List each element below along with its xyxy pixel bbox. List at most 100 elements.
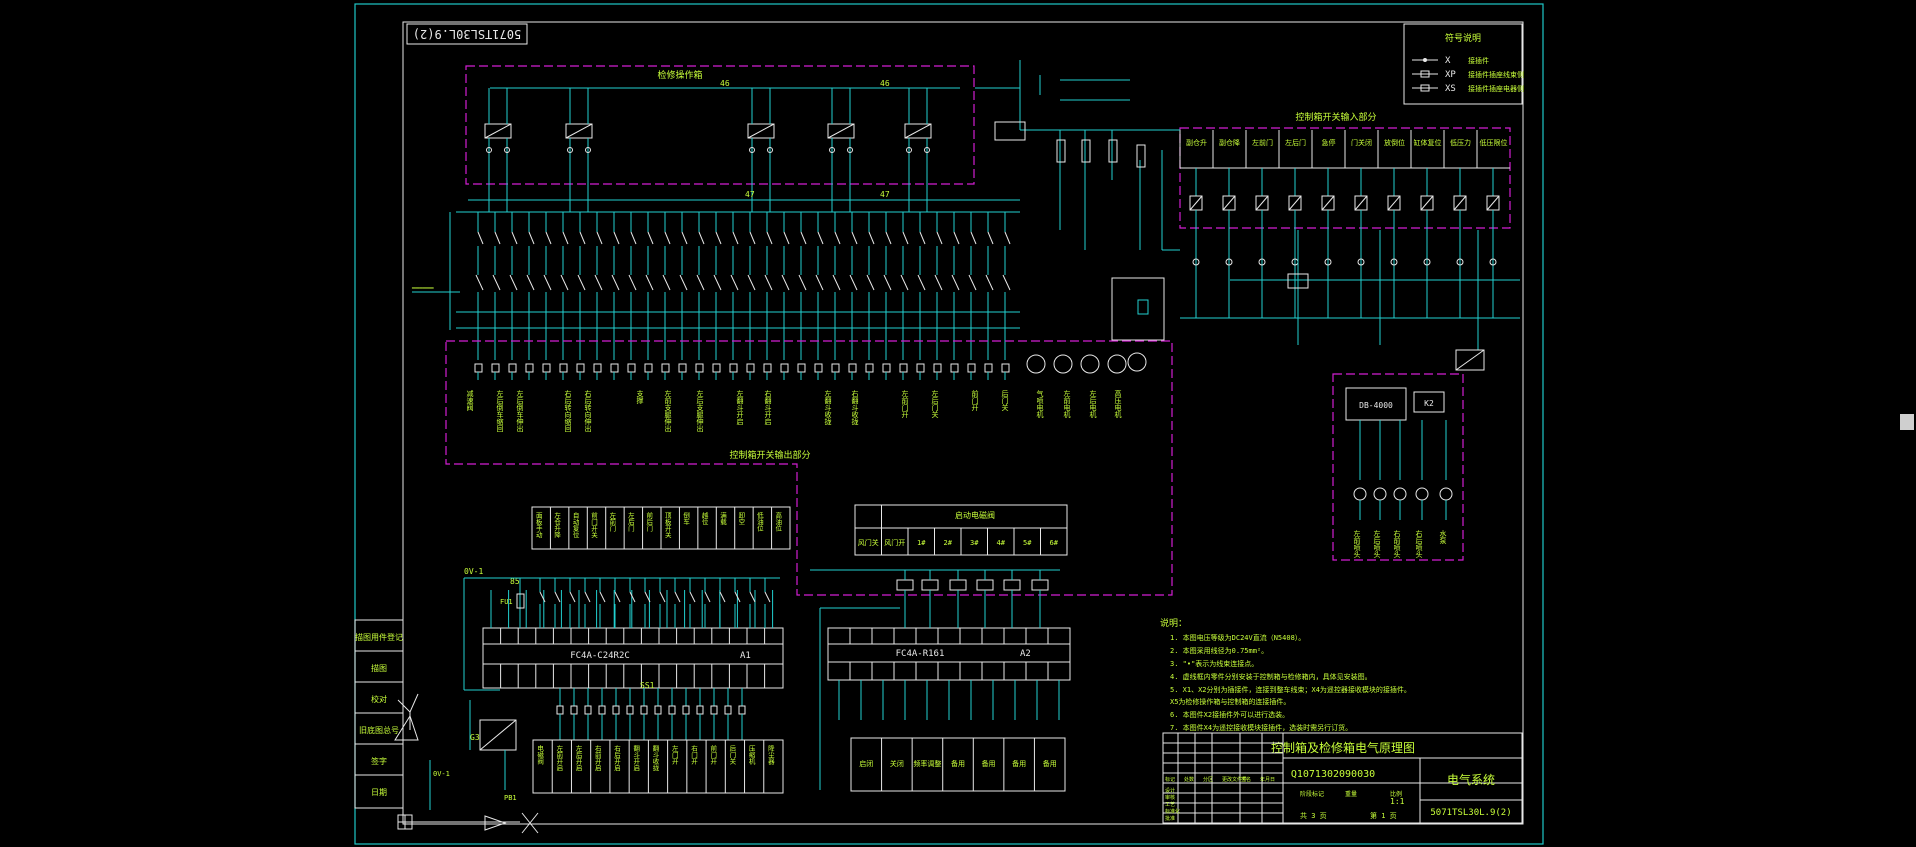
spray-module: DB-4000 K2 左前喷头左后喷头右前喷头右后喷头水泵 [1332,373,1464,561]
output-label-16: 后门关 [1001,389,1009,412]
maintenance-switch-3 [747,123,775,139]
svg-text:47: 47 [880,190,890,199]
svg-text:X5为检修操作箱与控制箱的连接插件。: X5为检修操作箱与控制箱的连接插件。 [1170,697,1290,706]
bottom-left-header-1: 电磁阀 [536,744,544,766]
input-header-10: 低压限位 [1480,138,1508,147]
a2-header-4: 2# [944,539,953,547]
svg-text:XP: XP [1445,70,1456,80]
stamp-row-4: 旧底图总号 [359,725,399,735]
output-label-9: 左翻斗开启 [736,389,744,426]
motor-5 [1127,352,1147,372]
vertical-scrollbar[interactable] [1898,0,1916,847]
bottom-right-header-1: 启闭 [859,759,873,768]
a2-header-8: 6# [1050,539,1059,547]
svg-text:46: 46 [720,79,730,88]
bottom-right-header-2: 关闭 [890,759,904,768]
svg-text:左前喷头: 左前喷头 [1353,529,1361,559]
title-block-label-9: 工艺 [1165,802,1175,808]
title-block-label-6: 年月日 [1260,776,1275,783]
svg-text:第 1 页: 第 1 页 [1370,811,1397,820]
output-label-17: 气喷电机 [1036,389,1044,419]
output-label-8: 左后支腿伸出 [696,389,704,433]
bottom-left-header-8: 左门开 [670,744,678,766]
a1-header-10: 越位 [700,511,708,526]
bottom-left-header-10: 前门开 [709,744,717,766]
right-wiring [975,60,1520,371]
bottom-right-header-7: 备用 [1043,759,1057,768]
legend-title: 符号说明 [1445,32,1481,44]
svg-text:DB-4000: DB-4000 [1359,401,1393,410]
input-header-3: 左前门 [1252,138,1273,147]
svg-text:FC4A-C24R2C: FC4A-C24R2C [570,651,630,661]
svg-text:控制箱开关输出部分: 控制箱开关输出部分 [729,449,810,461]
bottom-left-header-5: 右后开启 [613,744,621,773]
svg-text:右前喷头: 右前喷头 [1393,529,1401,559]
input-header-8: 缸体复位 [1414,138,1442,147]
svg-text:接插件: 接插件 [1468,56,1489,65]
svg-text:K2: K2 [1424,399,1434,408]
drawing-number: Q1071302090030 [1291,769,1375,780]
drawing-inner-frame [402,21,1524,825]
motor-2 [1053,354,1073,374]
svg-text:1. 本图电压等级为DC24V直流（N5408）。: 1. 本图电压等级为DC24V直流（N5408）。 [1170,633,1305,642]
svg-text:接插件插座线束侧: 接插件插座线束侧 [1468,70,1524,79]
stamp-row-3: 校对 [371,694,387,704]
motor-group [1026,277,1165,374]
output-label-15: 前门开 [971,389,979,412]
svg-text:3. "•"表示为线束连接点。: 3. "•"表示为线束连接点。 [1170,659,1258,668]
title-block-label-4: 更改文件号 [1222,776,1247,783]
input-header-6: 门关闭 [1351,138,1372,147]
a2-header-3: 1# [917,539,926,547]
bottom-right-header-5: 备用 [982,759,996,768]
a2-header-7: 5# [1023,539,1032,547]
svg-text:水泵: 水泵 [1439,529,1447,544]
output-label-3: 左后倒车伸出 [516,389,524,433]
svg-text:2. 本图采用线径为0.75mm²。: 2. 本图采用线径为0.75mm²。 [1170,646,1268,655]
svg-text:46: 46 [880,79,890,88]
motor-4 [1107,354,1127,374]
a1-signal-table: 面板手动左仓升降自动复位前门开关左前门左后门前后门顶板开关倒车越位满载卸空低油位… [531,506,791,550]
a2-valve-row [810,569,1060,790]
svg-text:检修操作箱: 检修操作箱 [657,69,702,81]
svg-text:G3: G3 [470,733,480,742]
maintenance-switch-5 [904,123,932,139]
svg-text:0V-1: 0V-1 [464,567,483,576]
output-section: 控制箱开关输出部分 减速阀左后倒车缩回左后倒车伸出右后转向缩回右后转向伸出支撑左… [445,340,1173,596]
output-label-2: 左后倒车缩回 [496,389,504,433]
output-label-7: 左前支腿伸出 [664,389,672,433]
a1-header-13: 低油位 [755,511,763,532]
bottom-left-header-13: 降尘器 [766,744,774,766]
title-block-label-11: 批准 [1165,815,1175,822]
stamp-row-5: 签字 [371,756,387,766]
output-label-6: 支撑 [636,389,644,404]
drawing-outer-frame [354,3,1544,845]
bottom-left-header-6: 翻斗开启 [632,744,640,773]
system-name: 电气系统 [1447,772,1495,787]
svg-text:0V-1: 0V-1 [433,770,450,778]
motor-1 [1026,354,1046,374]
a1-header-14: 高油位 [774,511,782,532]
output-label-1: 减速阀 [466,389,474,412]
input-header-2: 副仓降 [1219,138,1240,147]
bottom-left-table: 电磁阀左前开启左后开启右前开启右后开启翻斗开启翻斗收拢左门开右门开前门开后门关压… [532,739,784,794]
svg-text:接插件插座电器侧: 接插件插座电器侧 [1468,84,1524,93]
bottom-right-header-4: 备用 [951,759,965,768]
svg-text:XS: XS [1445,84,1456,94]
title-block-label-1: 标记 [1165,776,1175,783]
bottom-left-header-11: 后门关 [728,744,736,766]
svg-text:共 3 页: 共 3 页 [1300,811,1327,820]
bottom-left-header-4: 右前开启 [593,744,601,773]
a1-header-8: 顶板开关 [663,512,671,540]
maintenance-switch-4 [827,123,855,139]
a1-header-9: 倒车 [682,511,690,527]
bottom-left-header-3: 左后开启 [574,744,582,773]
a1-header-2: 左仓升降 [553,511,561,540]
a2-header-2: 风门开 [884,538,905,547]
notes-title: 说明： [1160,617,1187,629]
scrollbar-thumb[interactable] [1900,414,1914,430]
input-header-7: 放倒位 [1384,138,1405,147]
maintenance-switch-2 [565,123,593,139]
